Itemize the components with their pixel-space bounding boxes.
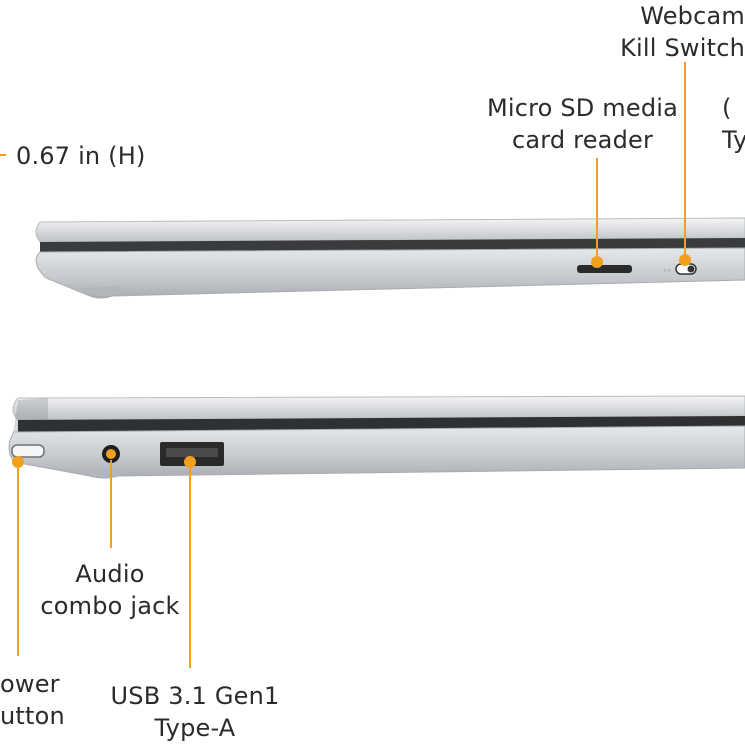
laptop-left-side: [8, 395, 745, 479]
usb-a-label: USB 3.1 Gen1 Type-A: [105, 680, 285, 744]
webcam-label-line1: Webcam: [640, 2, 745, 30]
type-c-label-partial: ( Ty: [722, 92, 745, 156]
power-button-label: ower utton: [0, 668, 65, 732]
audio-jack-label: Audio combo jack: [30, 558, 190, 622]
micro-sd-label: Micro SD media card reader: [485, 92, 680, 156]
usb-label-line2: Type-A: [154, 714, 236, 742]
power-label-line1: ower: [0, 670, 60, 698]
svg-text:◦◦: ◦◦: [663, 267, 671, 275]
callout-dots: [12, 254, 691, 468]
laptop-right-side: ◦◦: [35, 217, 745, 299]
micro-sd-label-line2: card reader: [511, 126, 654, 154]
callout-lines: [0, 62, 686, 668]
power-label-line2: utton: [0, 702, 65, 730]
micro-sd-label-line1: Micro SD media: [486, 94, 679, 122]
height-label: 0.67 in (H): [16, 140, 146, 172]
webcam-kill-switch-label: Webcam Kill Switch: [610, 0, 745, 64]
height-label-text: 0.67 in (H): [16, 142, 146, 170]
audio-label-line2: combo jack: [40, 592, 180, 620]
type-c-label-line1: (: [722, 94, 732, 122]
usb-label-line1: USB 3.1 Gen1: [110, 682, 280, 710]
type-c-label-line2: Ty: [722, 126, 745, 154]
webcam-label-line2: Kill Switch: [620, 34, 745, 62]
micro-sd-slot: [577, 265, 632, 273]
audio-label-line1: Audio: [75, 560, 145, 588]
power-button-port: [11, 444, 45, 458]
